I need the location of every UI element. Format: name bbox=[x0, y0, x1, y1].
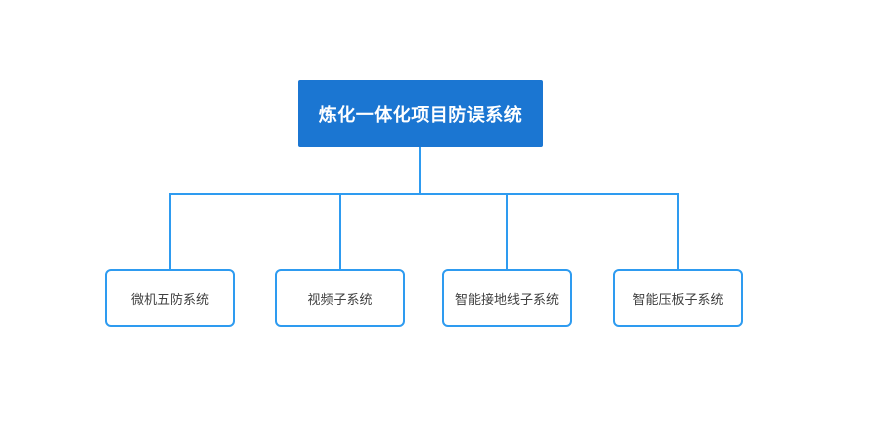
child-node-label: 微机五防系统 bbox=[130, 291, 209, 307]
root-node[interactable]: 炼化一体化项目防误系统 bbox=[298, 80, 543, 147]
connector-drop-1 bbox=[169, 193, 171, 270]
child-node-label: 视频子系统 bbox=[307, 291, 373, 307]
child-node-pressure-plate-subsystem[interactable]: 智能压板子系统 bbox=[613, 269, 743, 327]
root-node-label: 炼化一体化项目防误系统 bbox=[318, 104, 523, 125]
connector-root-riser bbox=[419, 147, 421, 194]
child-node-label: 智能压板子系统 bbox=[632, 291, 724, 307]
connector-drop-2 bbox=[339, 193, 341, 270]
connector-horizontal-rail bbox=[169, 193, 679, 195]
child-node-label: 智能接地线子系统 bbox=[454, 291, 559, 307]
child-node-grounding-wire-subsystem[interactable]: 智能接地线子系统 bbox=[442, 269, 572, 327]
child-node-wujifang-system[interactable]: 微机五防系统 bbox=[105, 269, 235, 327]
connector-drop-4 bbox=[677, 193, 679, 270]
child-node-video-subsystem[interactable]: 视频子系统 bbox=[275, 269, 405, 327]
connector-drop-3 bbox=[506, 193, 508, 270]
